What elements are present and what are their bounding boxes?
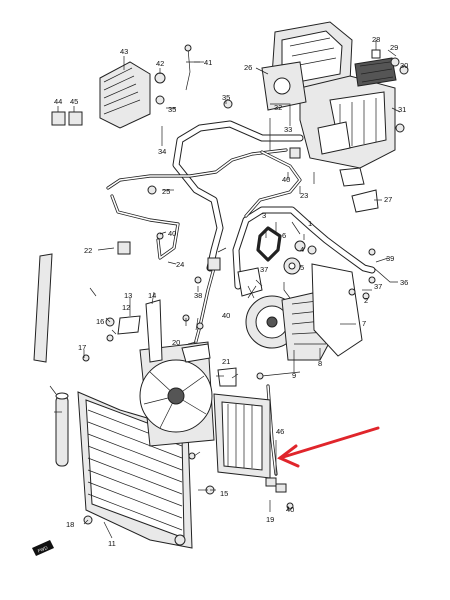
hvac-evaporator-unit [261,21,397,169]
part-label-31: 31 [398,105,406,114]
part-label-13: 13 [124,291,132,300]
part-label-19: 19 [266,515,274,524]
part-label-22: 22 [84,246,92,255]
part-label-9: 9 [292,371,296,380]
part-label-7: 7 [362,319,366,328]
part-label-35b: 35 [222,93,230,102]
fasteners-top-right [339,44,409,213]
part-label-40d: 40 [286,505,294,514]
part-label-27: 27 [384,195,392,204]
bracket-14 [145,299,163,363]
bracket-20-21 [181,343,237,387]
part-label-16: 16 [96,317,104,326]
part-label-11: 11 [108,539,116,548]
part-label-5: 5 [300,263,304,272]
part-label-4: 4 [300,245,304,254]
part-label-41: 41 [204,58,212,67]
receiver-drier [55,392,69,467]
part-label-34: 34 [158,147,166,156]
part-label-21: 21 [222,357,230,366]
part-label-3: 3 [262,211,266,220]
part-label-37b: 37 [374,282,382,291]
part-label-25: 25 [162,187,170,196]
part-label-8: 8 [318,359,322,368]
part-label-26: 26 [244,63,252,72]
part-number-labels: 1 2 3 4 5 6 7 8 9 11 12 13 14 15 16 17 1… [54,35,408,548]
part-label-2: 2 [364,296,368,305]
forward-direction-label: FWD [37,545,49,554]
radiator [213,393,271,479]
part-label-29: 29 [390,43,398,52]
part-label-45: 45 [70,97,78,106]
part-label-18: 18 [66,520,74,529]
part-label-40c: 40 [222,311,230,320]
part-label-14: 14 [148,291,156,300]
radiator-fan [139,341,215,447]
part-label-39: 39 [386,254,394,263]
part-label-33: 33 [284,125,292,134]
cabin-air-filter [99,61,151,129]
leader-lines [49,40,401,539]
compressor-belt [256,226,282,262]
bracket-42-41 [154,44,233,109]
part-label-42: 42 [156,59,164,68]
compressor-bolts [247,285,356,380]
part-label-37a: 37 [260,265,268,274]
part-label-40b: 40 [282,175,290,184]
part-label-35a: 35 [168,105,176,114]
part-label-24: 24 [176,260,184,269]
part-label-12: 12 [122,303,130,312]
part-label-15: 15 [220,489,228,498]
part-label-40a: 40 [168,229,176,238]
pipe-connectors [117,147,317,284]
part-label-1: 1 [308,219,312,228]
part-label-20: 20 [172,338,180,347]
condenser-bracket-12 [105,315,141,342]
relays [51,111,83,126]
part-label-28: 28 [372,35,380,44]
part-label-43: 43 [120,47,128,56]
part-label-38: 38 [194,291,202,300]
part-label-44: 44 [54,97,62,106]
forward-direction-badge: FWD [32,540,54,556]
part-label-46: 46 [276,427,284,436]
part-label-36: 36 [400,278,408,287]
shroud-panel-2 [33,253,53,363]
part-label-30: 30 [400,61,408,70]
part-label-23: 23 [300,191,308,200]
part-label-6: 6 [282,231,286,240]
highlight-arrow [277,426,380,468]
misc-fasteners-lower [82,248,376,525]
part-label-32: 32 [274,103,282,112]
part-label-17: 17 [78,343,86,352]
ac-compressor [237,240,363,361]
